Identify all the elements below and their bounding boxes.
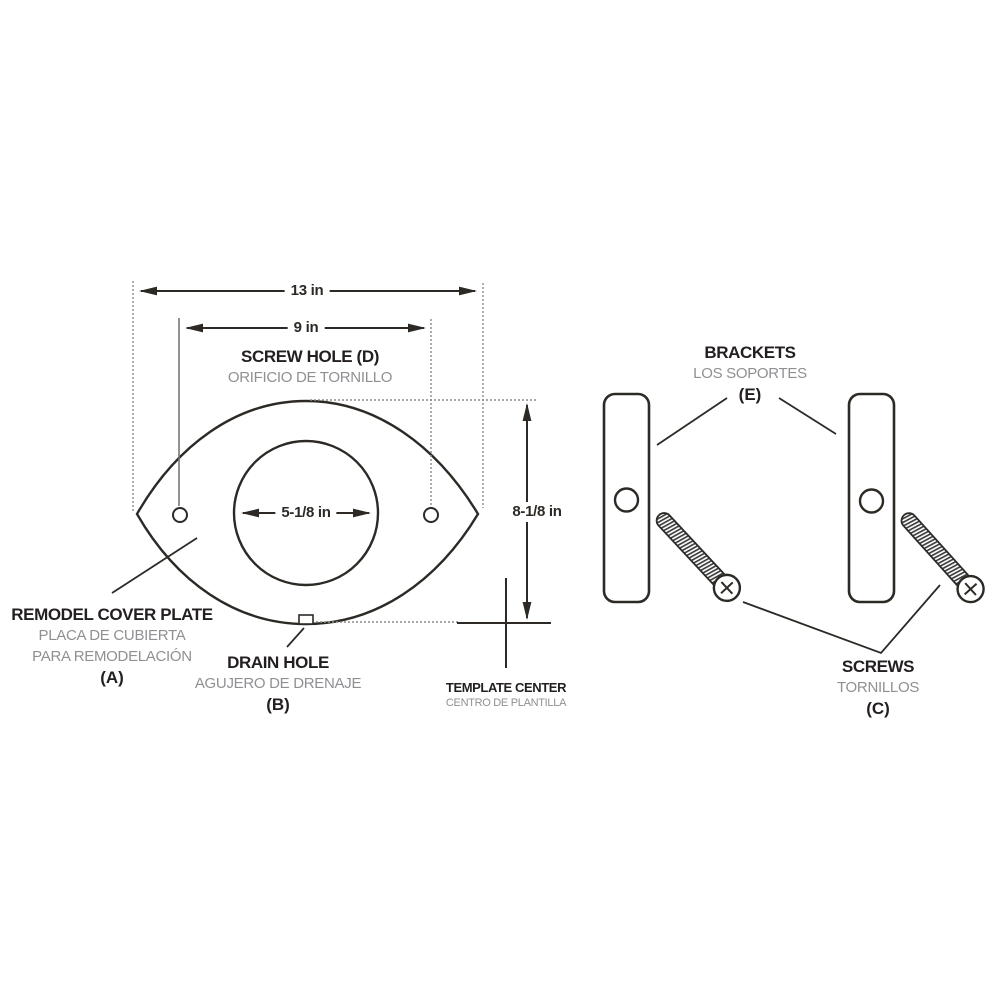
- brackets-label-en: BRACKETS: [704, 343, 796, 362]
- leader-line-bracket-right: [778, 397, 837, 435]
- drain-hole-label-en: DRAIN HOLE: [227, 653, 329, 672]
- dim-label-plate-height: 8-1/8 in: [506, 502, 568, 522]
- brackets-label: BRACKETS LOS SOPORTES (E): [693, 342, 807, 405]
- dim-label-plate-width: 13 in: [284, 281, 330, 301]
- remodel-cover-plate-label: REMODEL COVER PLATE PLACA DE CUBIERTA PA…: [11, 604, 213, 688]
- bracket-left-hole: [613, 487, 640, 513]
- screw-right: [900, 512, 985, 604]
- template-center-label: TEMPLATE CENTER CENTRO DE PLANTILLA: [445, 680, 567, 710]
- screws-label: SCREWS TORNILLOS (C): [837, 656, 919, 719]
- drain-hole-key: (B): [266, 695, 290, 714]
- template-center-label-en: TEMPLATE CENTER: [445, 680, 567, 695]
- brackets-key: (E): [738, 385, 762, 404]
- screws-label-en: SCREWS: [841, 657, 915, 676]
- arrowhead-center-hole-left: [241, 508, 259, 518]
- screw-hole-right: [423, 507, 439, 523]
- remodel-cover-plate-label-en: REMODEL COVER PLATE: [11, 605, 213, 624]
- bracket-right: [847, 392, 896, 604]
- leader-line-cover-plate: [111, 537, 198, 594]
- dim-label-center-hole-diameter: 5-1/8 in: [275, 503, 337, 523]
- dim-label-hole-spacing: 9 in: [287, 318, 325, 338]
- screw-hole-left: [172, 507, 188, 523]
- screw-hole-label-en: SCREW HOLE (D): [241, 347, 379, 366]
- arrowhead-13in-left: [139, 286, 157, 296]
- arrowhead-9in-left: [185, 323, 203, 333]
- drain-hole-notch: [298, 614, 314, 625]
- screw-left-shank: [655, 512, 731, 592]
- screw-left: [655, 512, 742, 603]
- arrowhead-8in-up: [522, 403, 532, 421]
- remodel-cover-plate-label-es1: PLACA DE CUBIERTA: [38, 627, 186, 644]
- remodel-cover-plate-label-es2: PARA REMODELACIÓN: [32, 648, 192, 665]
- arrowhead-13in-right: [459, 286, 477, 296]
- screws-key: (C): [866, 699, 890, 718]
- phillips-cross-icon: [720, 581, 734, 595]
- arrowhead-center-hole-right: [353, 508, 371, 518]
- arrowhead-9in-right: [408, 323, 426, 333]
- remodel-cover-plate-key: (A): [100, 668, 124, 687]
- bracket-left: [602, 392, 651, 604]
- screw-hole-label: SCREW HOLE (D) ORIFICIO DE TORNILLO: [227, 346, 393, 388]
- drain-hole-label: DRAIN HOLE AGUJERO DE DRENAJE (B): [194, 652, 362, 715]
- screw-right-shank: [900, 512, 975, 593]
- bracket-right-hole: [858, 488, 885, 514]
- phillips-cross-icon: [963, 582, 978, 596]
- leader-line-bracket-left: [656, 397, 728, 446]
- drain-hole-label-es: AGUJERO DE DRENAJE: [194, 675, 362, 692]
- screws-label-es: TORNILLOS: [836, 679, 920, 696]
- leader-line-drain-hole: [286, 627, 305, 648]
- brackets-label-es: LOS SOPORTES: [693, 365, 807, 382]
- template-center-label-es: CENTRO DE PLANTILLA: [445, 697, 567, 709]
- screw-hole-label-es: ORIFICIO DE TORNILLO: [227, 369, 393, 386]
- leader-line-screws: [742, 584, 941, 655]
- arrowhead-8in-down: [522, 602, 532, 620]
